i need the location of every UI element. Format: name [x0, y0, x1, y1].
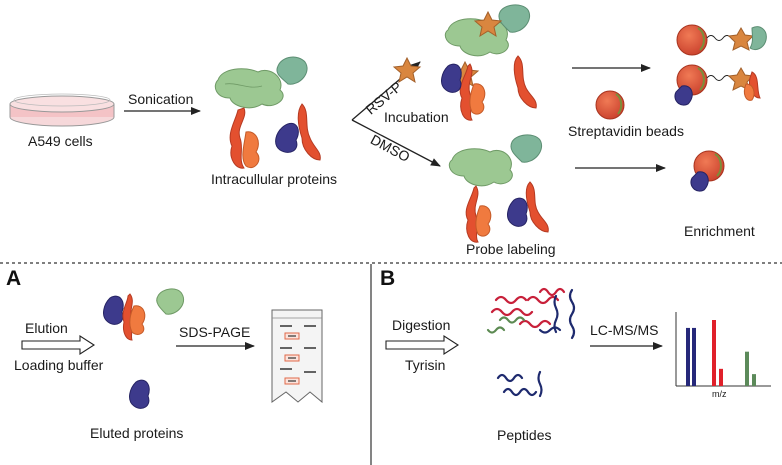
mass-spectrum: [675, 312, 771, 387]
panel-b-letter: B: [380, 267, 396, 290]
spectrum-peak-2: [692, 327, 696, 386]
probe-labeling-label: Probe labeling: [466, 241, 556, 257]
lcms-label: LC-MS/MS: [590, 322, 659, 338]
eluted-proteins-label: Eluted proteins: [90, 425, 184, 441]
peptides-label: Peptides: [497, 427, 552, 443]
rsvp-labeled-proteins: [441, 4, 537, 121]
bead-with-probe-top: [676, 24, 767, 56]
sds-page-label: SDS-PAGE: [179, 324, 251, 340]
spectrum-peak-6: [752, 374, 756, 386]
incubation-label: Incubation: [384, 109, 449, 125]
probe-star-icon: [392, 56, 422, 84]
digested-peptides-group: [486, 287, 576, 398]
enrichment-label: Enrichment: [684, 223, 755, 239]
intracellular-proteins-group: [214, 56, 321, 169]
intracellular-label: Intracullular proteins: [211, 171, 338, 187]
sonication-label: Sonication: [128, 91, 194, 107]
elution-hollow-arrow: [21, 334, 96, 356]
eluted-proteins-group: [103, 288, 184, 409]
dmso-proteins: [448, 134, 549, 243]
loading-buffer-label: Loading buffer: [14, 357, 104, 373]
streptavidin-label: Streptavidin beads: [568, 123, 684, 139]
bead-with-probe-bottom: [674, 64, 761, 106]
panel-a-letter: A: [6, 267, 22, 290]
elution-label: Elution: [25, 320, 68, 336]
gel-icon: [271, 309, 323, 404]
streptavidin-bead-icon: [595, 90, 625, 120]
a549-label: A549 cells: [28, 133, 93, 149]
spectrum-peak-5: [745, 351, 749, 386]
spectrum-peak-4: [719, 368, 723, 386]
bead-dmso-result: [690, 150, 725, 192]
digestion-hollow-arrow: [385, 334, 460, 356]
spectrum-peak-1: [686, 327, 690, 386]
mz-axis-label: m/z: [712, 389, 727, 399]
digestion-label: Digestion: [392, 317, 451, 333]
trypsin-label: Tyrisin: [405, 357, 446, 373]
spectrum-peak-3: [712, 320, 716, 386]
dmso-arrow: [351, 119, 441, 167]
petri-dish-icon: [9, 93, 115, 127]
